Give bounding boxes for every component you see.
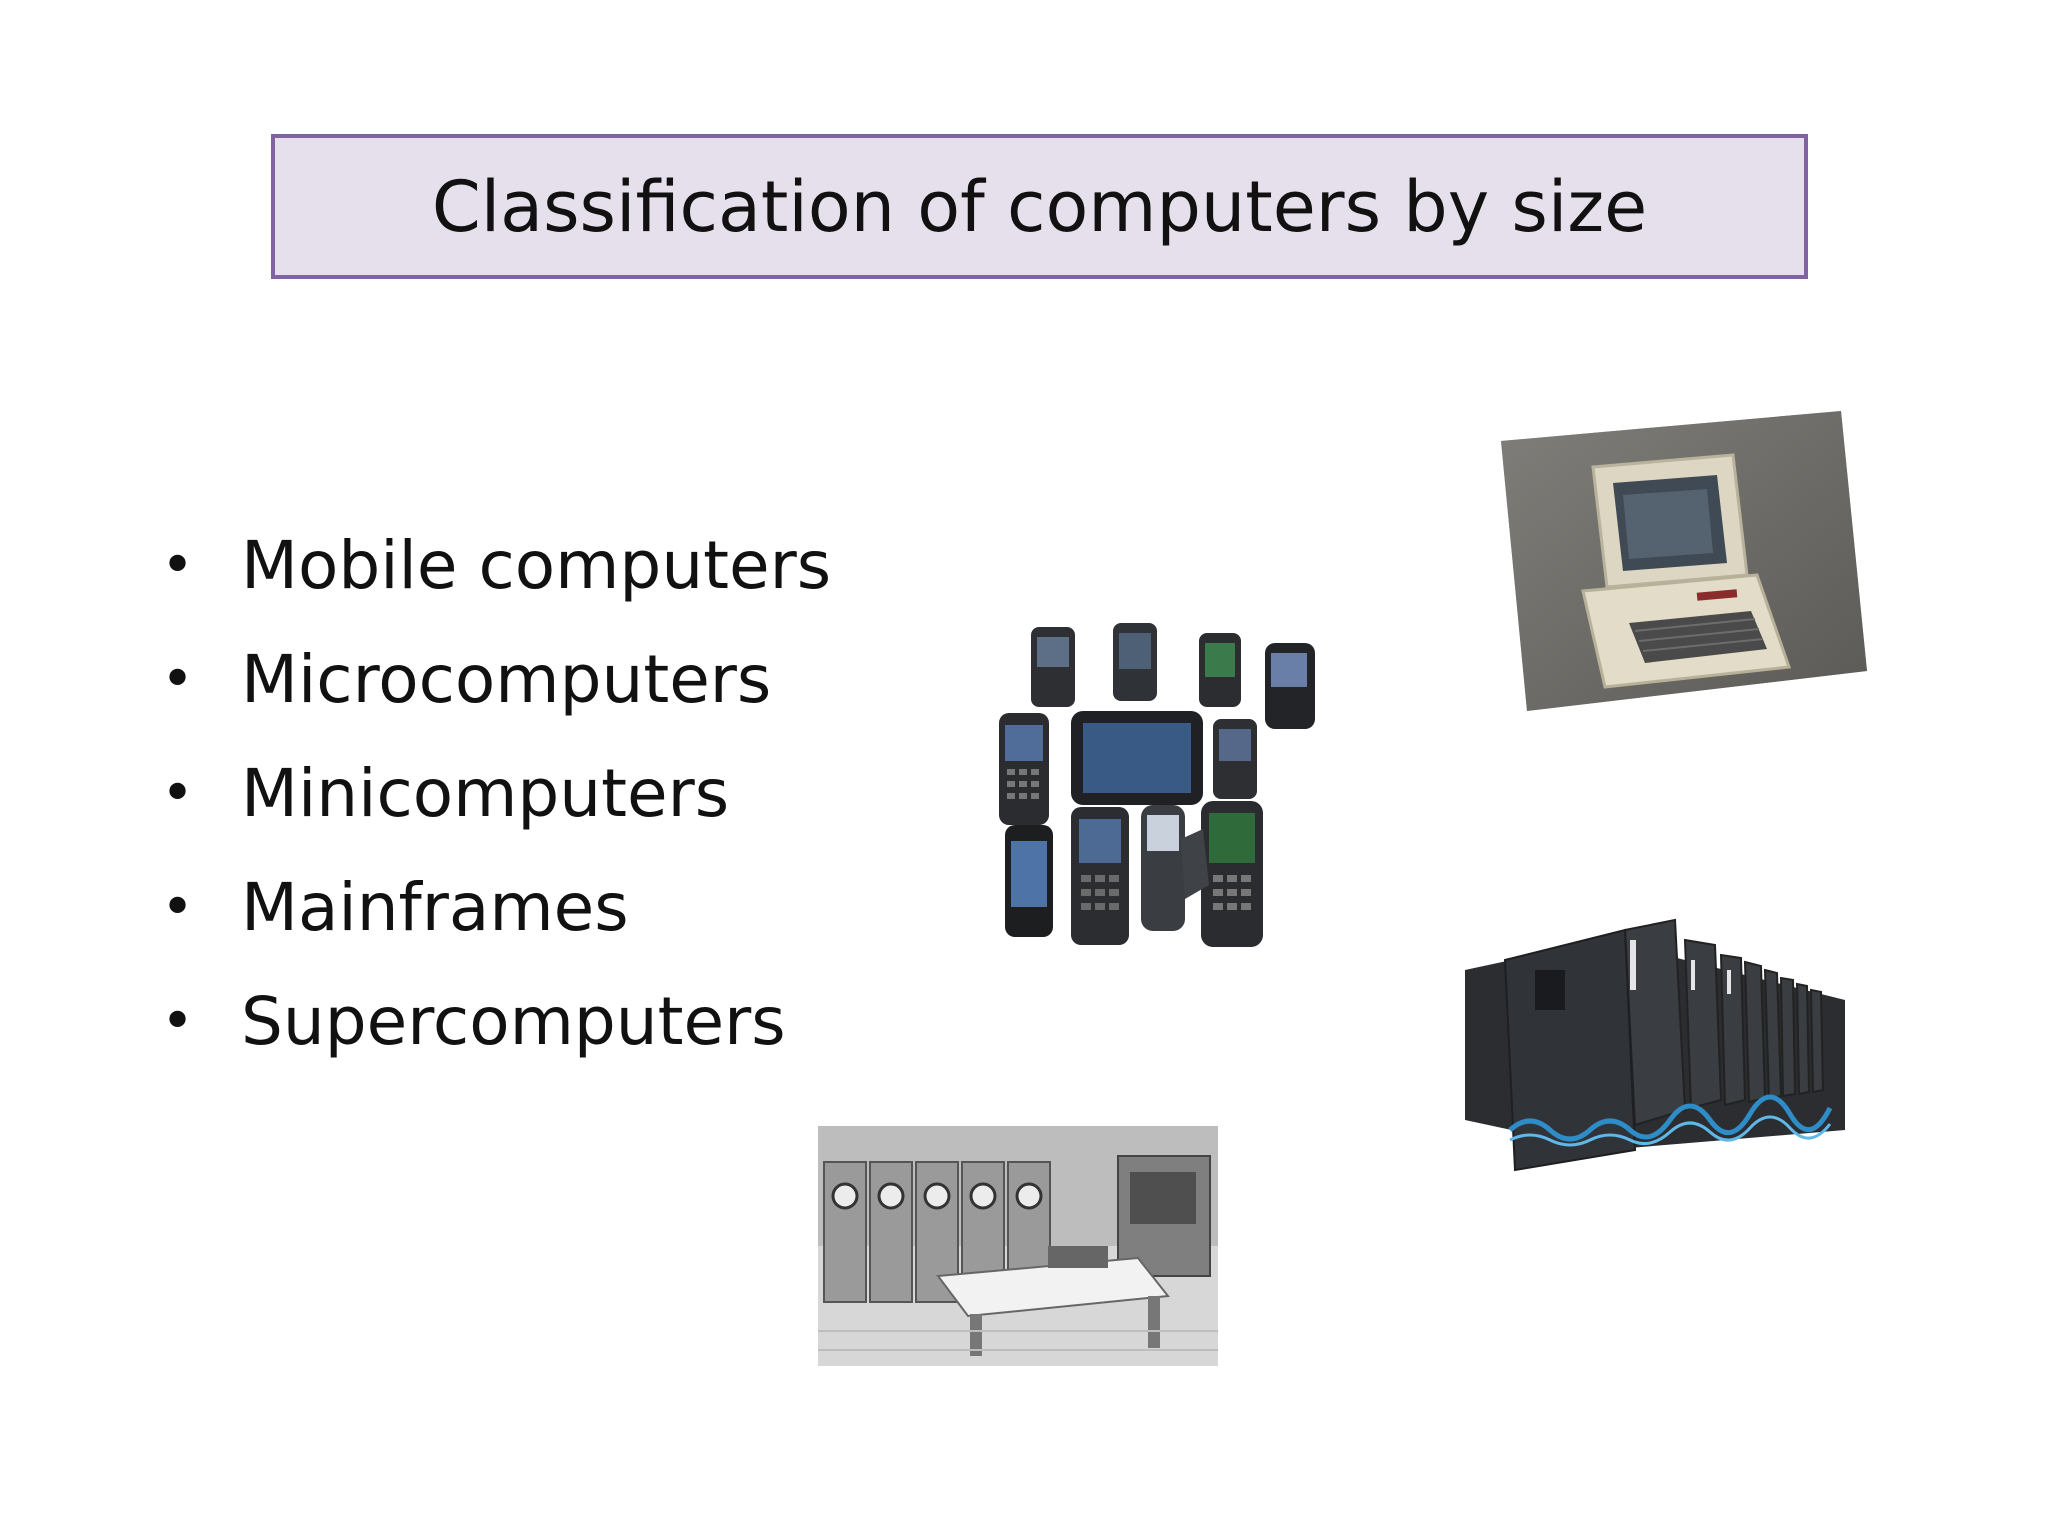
mainframe-image [818, 1126, 1218, 1366]
bullet-icon: • [161, 646, 195, 712]
bullet-label: Supercomputers [241, 982, 786, 1060]
bullet-label: Mainframes [241, 868, 629, 946]
slide-title: Classification of computers by size [431, 165, 1648, 248]
bullet-icon: • [161, 988, 195, 1054]
title-box: Classification of computers by size [271, 134, 1808, 279]
bullet-item: • Mobile computers [155, 508, 831, 622]
bullet-label: Mobile computers [241, 526, 832, 604]
bullet-item: • Microcomputers [155, 622, 831, 736]
bullet-label: Minicomputers [241, 754, 730, 832]
supercomputer-image [1465, 900, 1845, 1200]
mobile-devices-image [985, 615, 1325, 960]
bullet-item: • Minicomputers [155, 736, 831, 850]
bullet-label: Microcomputers [241, 640, 772, 718]
bullet-icon: • [161, 874, 195, 940]
bullet-item: • Supercomputers [155, 964, 831, 1078]
bullet-icon: • [161, 532, 195, 598]
bullet-list: • Mobile computers • Microcomputers • Mi… [155, 508, 831, 1078]
bullet-icon: • [161, 760, 195, 826]
bullet-item: • Mainframes [155, 850, 831, 964]
microcomputer-image [1501, 411, 1867, 711]
